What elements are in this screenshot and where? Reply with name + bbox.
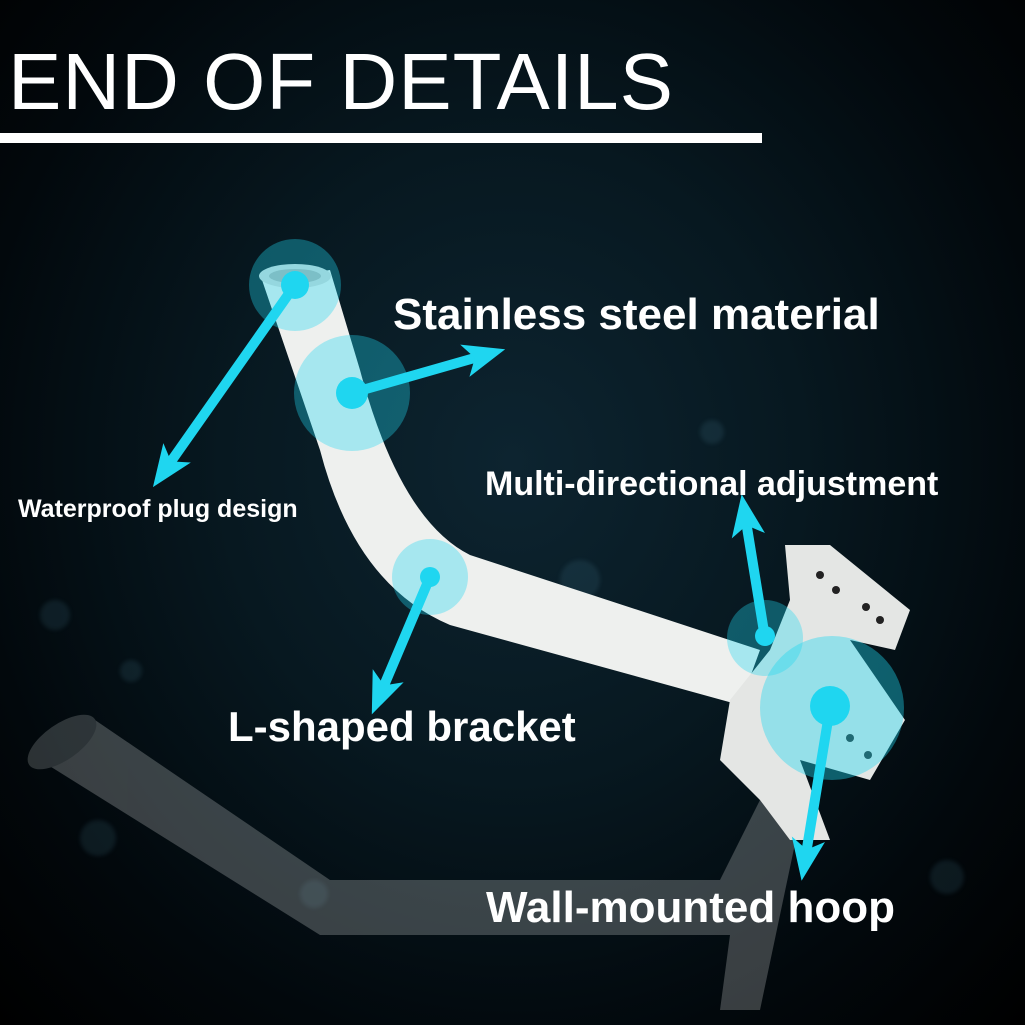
title-underline (0, 133, 762, 143)
anchor-dot (336, 377, 368, 409)
callout-multi-directional: Multi-directional adjustment (485, 465, 939, 503)
bokeh-dot (80, 820, 116, 856)
bokeh-dot (700, 420, 724, 444)
arrow-multi-directional (731, 494, 770, 643)
bracket-reflection (27, 714, 800, 1010)
anchor-dot (810, 686, 850, 726)
callout-l-shaped-bracket: L-shaped bracket (228, 703, 576, 750)
arrow-l-shaped (371, 572, 435, 715)
anchor-dot (755, 626, 775, 646)
bokeh-dot (120, 660, 142, 682)
callout-stainless-steel: Stainless steel material (393, 290, 880, 339)
callout-waterproof-plug: Waterproof plug design (18, 495, 298, 523)
arrow-waterproof (152, 280, 300, 488)
callout-wall-mounted-hoop: Wall-mounted hoop (486, 883, 895, 932)
page-title: END OF DETAILS (8, 37, 674, 126)
bracket-arm (259, 264, 760, 705)
anchor-dot (420, 567, 440, 587)
bokeh-dot (40, 600, 70, 630)
arrow-stainless (347, 344, 506, 398)
anchor-dot (281, 271, 309, 299)
bokeh-dot (930, 860, 964, 894)
arrow-hoop (791, 703, 835, 881)
bokeh-dot (300, 880, 328, 908)
mounting-plate (720, 545, 910, 840)
